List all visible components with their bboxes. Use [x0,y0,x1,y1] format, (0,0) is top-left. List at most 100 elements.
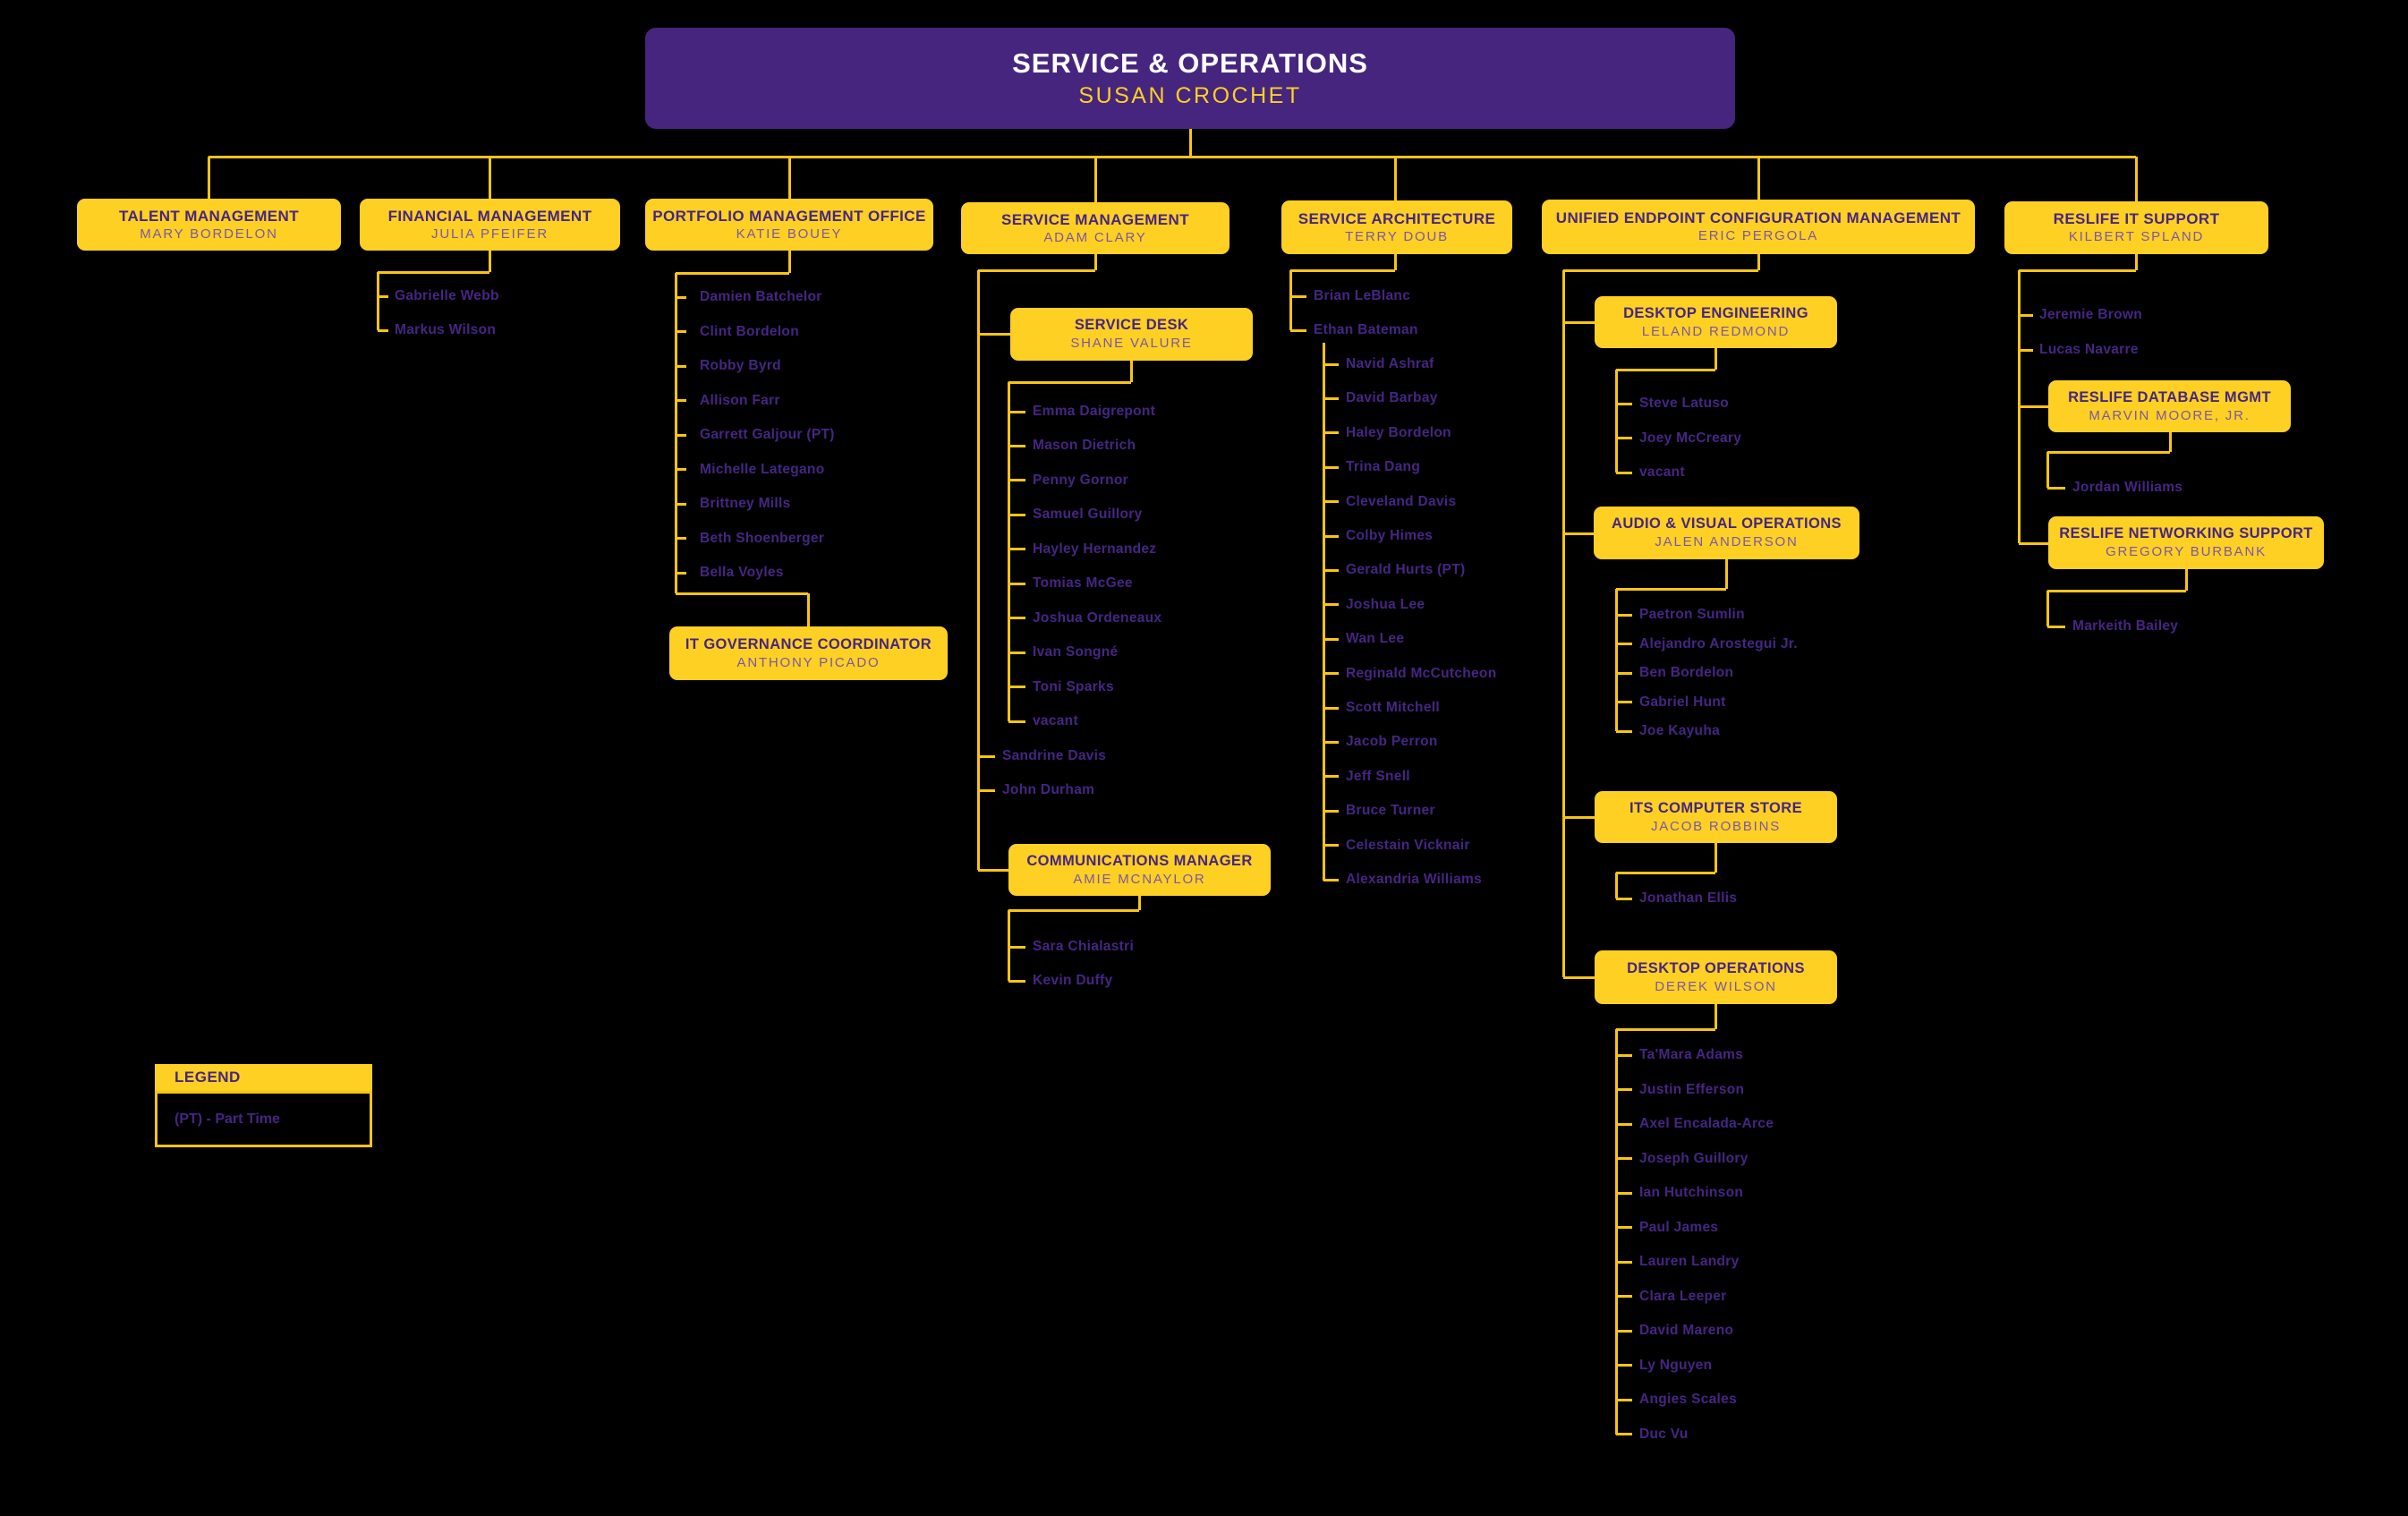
connector-line [1322,343,1325,881]
connector-line [1616,1364,1632,1367]
connector-line [1616,1157,1632,1160]
connector-line [1008,444,1025,447]
member-name: Axel Encalada-Arce [1639,1116,1774,1131]
connector-line [1616,1398,1632,1401]
connector-line [1614,370,1618,473]
connector-line [1093,157,1097,202]
member-name: Brian LeBlanc [1314,288,1411,303]
box-subtitle-name: TERRY DOUB [1345,228,1449,244]
member-name: Sara Chialastri [1033,939,1135,954]
box-subtitle-name: ANTHONY PICADO [736,654,881,670]
member-name: Justin Efferson [1639,1082,1745,1097]
box-title: COMMUNICATIONS MANAGER [1026,852,1253,869]
member-name: Bruce Turner [1346,803,1435,818]
connector-line [1008,908,1139,912]
box-subtitle-name: DEREK WILSON [1655,978,1777,994]
connector-line [2019,268,2136,272]
connector-line [207,157,210,199]
member-name: Michelle Lategano [700,462,825,477]
member-name: Steve Latuso [1639,396,1730,411]
connector-line [2047,625,2065,628]
member-name: Penny Gornor [1033,473,1128,488]
connector-line [2134,254,2138,270]
connector-line [1616,729,1632,733]
box-subtitle-name: JALEN ANDERSON [1655,534,1799,550]
connector-line [1614,873,1618,899]
connector-line [978,788,995,792]
member-name: Garrett Galjour (PT) [700,427,835,442]
member-name: John Durham [1002,782,1095,797]
connector-line [1290,328,1306,332]
connector-line [1563,975,1595,979]
box-title: RESLIFE DATABASE MGMT [2068,388,2271,405]
connector-line [676,468,686,471]
member-name: Wan Lee [1346,631,1405,646]
connector-line [1323,534,1339,538]
connector-line [2168,432,2172,452]
member-name: Celestain Vicknair [1346,838,1470,853]
connector-line [1008,513,1025,516]
member-name: Clara Leeper [1639,1289,1727,1304]
member-name: Ben Bordelon [1639,665,1734,680]
connector-line [978,332,1010,336]
connector-line [1323,465,1339,469]
box-title: UNIFIED ENDPOINT CONFIGURATION MANAGEMEN… [1555,209,1961,227]
connector-line [1561,270,1565,977]
member-name: Gerald Hurts (PT) [1346,562,1466,577]
member-name: Navid Ashraf [1346,356,1434,371]
box-title: SERVICE & OPERATIONS [1012,47,1368,79]
connector-line [1323,603,1339,607]
org-box-do: DESKTOP OPERATIONS DEREK WILSON [1595,950,1837,1004]
member-name: Cleveland Davis [1346,494,1457,509]
member-name: Robby Byrd [700,358,781,373]
member-name: Kevin Duffy [1033,973,1113,988]
connector-line [1616,1295,1632,1298]
member-name: Angies Scales [1639,1392,1738,1407]
connector-line [1393,157,1397,200]
member-name: Jacob Perron [1346,734,1438,749]
connector-line [1323,878,1339,881]
connector-line [1616,1260,1632,1264]
connector-line [1616,643,1632,645]
connector-line [378,270,489,274]
member-name: Trina Dang [1346,459,1421,474]
connector-line [2047,450,2170,454]
member-name: Joshua Ordeneaux [1033,610,1162,626]
connector-line [1616,1329,1632,1333]
member-name: Alexandria Williams [1346,872,1483,887]
connector-line [2019,405,2048,408]
connector-line [1008,479,1025,482]
member-name: Markeith Bailey [2072,618,2179,634]
connector-line [1008,720,1025,723]
connector-line [676,433,686,437]
box-title: AUDIO & VISUAL OPERATIONS [1612,515,1842,532]
member-name: Toni Sparks [1033,679,1114,694]
connector-line [2134,157,2138,201]
member-name: Gabrielle Webb [395,288,499,303]
member-name: Hayley Hernandez [1033,541,1157,557]
connector-line [1614,589,1618,731]
connector-line [488,251,491,272]
connector-line [1616,871,1715,874]
connector-line [1008,410,1025,413]
connector-line [1616,1088,1632,1091]
connector-line [1093,254,1097,270]
member-name: Joe Kayuha [1639,723,1721,738]
box-title: DESKTOP OPERATIONS [1627,959,1805,976]
connector-line [1323,775,1339,779]
connector-line [978,268,1095,272]
box-subtitle-name: GREGORY BURBANK [2106,544,2267,560]
box-title: RESLIFE IT SUPPORT [2053,210,2220,228]
connector-line [1616,1191,1632,1195]
member-name: Beth Shoenberger [700,531,825,546]
connector-line [1008,380,1131,384]
connector-line [1563,320,1595,324]
box-title: ITS COMPUTER STORE [1629,799,1802,816]
connector-line [1008,582,1025,585]
